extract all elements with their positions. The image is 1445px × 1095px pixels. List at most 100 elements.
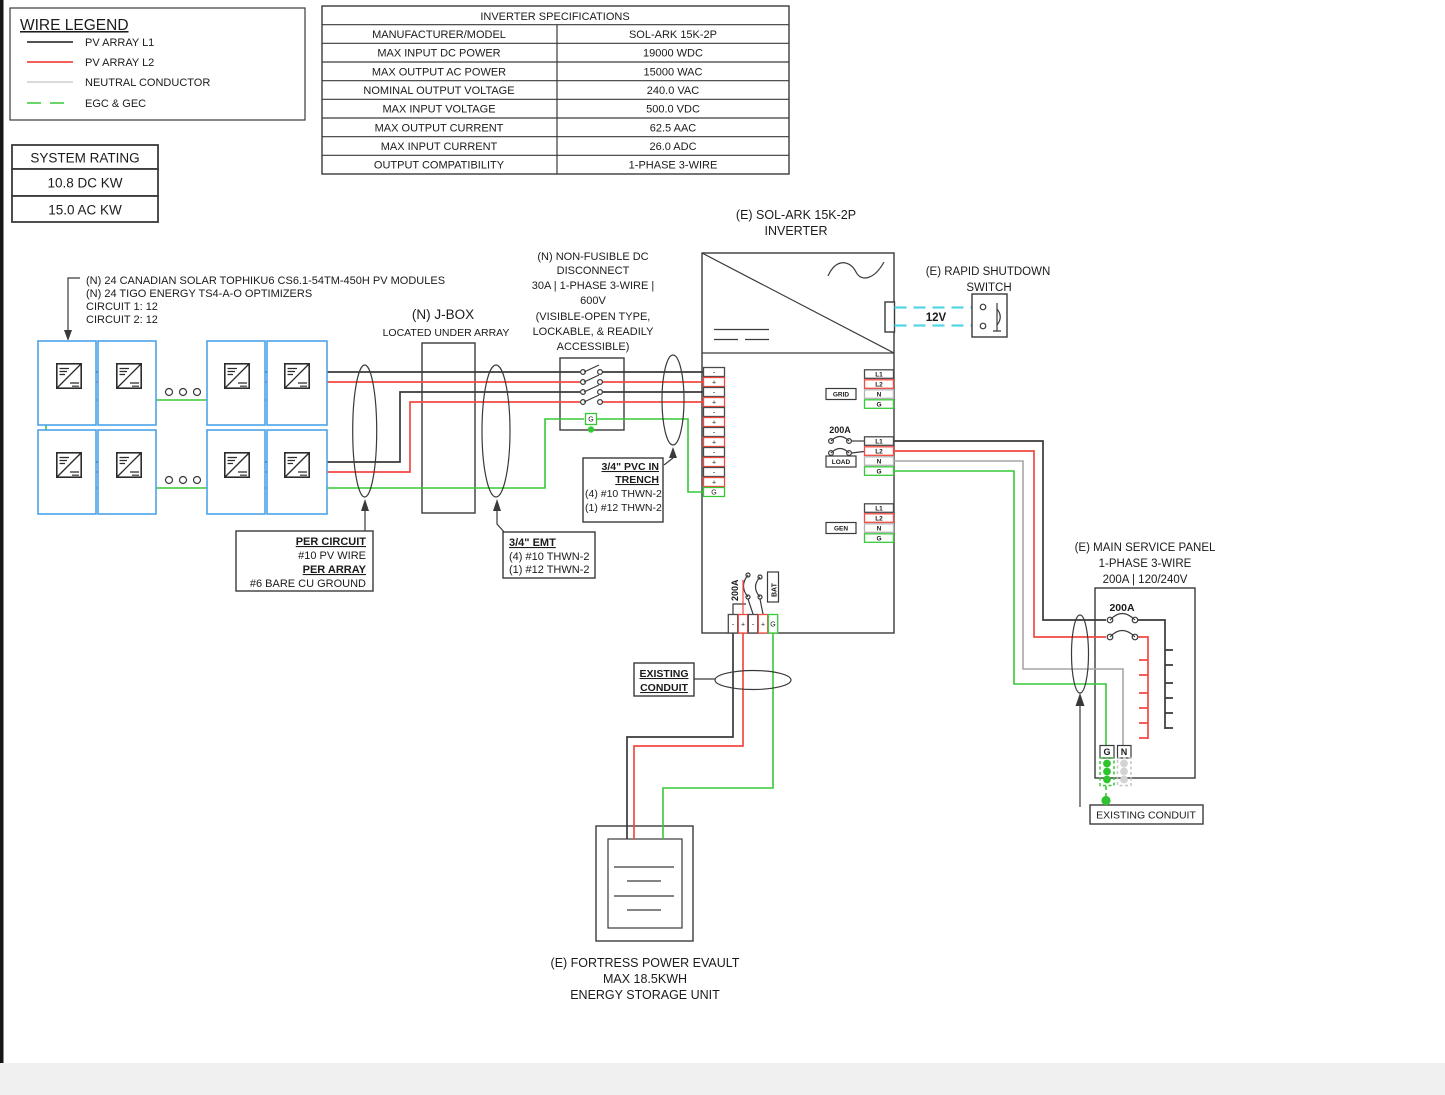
jbox-title: (N) J-BOX xyxy=(412,307,474,322)
terminal-plus xyxy=(702,456,726,468)
pv-note-leader xyxy=(67,277,80,330)
disconnect-label-line: (N) NON-FUSIBLE DC xyxy=(537,251,648,263)
arrow-up-icon xyxy=(1075,693,1085,706)
load-label: LOAD xyxy=(832,459,851,466)
terminal-minus xyxy=(702,446,726,458)
battery-box: (E) FORTRESS POWER EVAULT MAX 18.5KWH EN… xyxy=(551,825,740,1002)
panel-bus-l2 xyxy=(1138,636,1149,739)
svg-text:L1: L1 xyxy=(875,439,883,446)
pv-note-line: (N) 24 CANADIAN SOLAR TOPHIKU6 CS6.1-54T… xyxy=(86,275,445,287)
svg-text:G: G xyxy=(711,490,716,497)
wire-load-neutral xyxy=(893,460,1124,746)
dc-disconnect-internals: G xyxy=(579,364,603,433)
panel-branch-breakers-l2 xyxy=(1139,659,1148,739)
terminal-l1 xyxy=(863,503,895,513)
svg-text:-: - xyxy=(713,430,716,437)
disconnect-ground-lug xyxy=(584,412,598,426)
wire-load-l1 xyxy=(893,440,1106,621)
terminal-plus xyxy=(702,396,726,408)
terminal-plus xyxy=(702,476,726,488)
battery-cell-icon xyxy=(614,866,674,911)
jbox-subtitle: LOCATED UNDER ARRAY xyxy=(383,327,510,339)
terminal-n xyxy=(863,523,895,533)
svg-text:-: - xyxy=(732,622,735,629)
optimizer-icon xyxy=(284,452,310,478)
optimizer-icon xyxy=(56,452,82,478)
window-left-edge xyxy=(0,0,4,1063)
pvc-line: (1) #12 THWN-2 xyxy=(585,502,662,514)
rapid-shutdown-switch: (E) RAPID SHUTDOWN SWITCH 12V xyxy=(926,266,1050,338)
per-circuit-line: #10 PV WIRE xyxy=(298,550,366,562)
spec-label: OUTPUT COMPATIBILITY xyxy=(374,160,505,172)
svg-text:N: N xyxy=(877,392,882,399)
inverter-box: (E) SOL-ARK 15K-2P INVERTER xyxy=(701,208,896,634)
ground-dot xyxy=(587,426,595,433)
inverter-load-terminals: 200A LOAD L1 L2 N G xyxy=(825,425,895,476)
dc-symbol-icon xyxy=(714,328,769,341)
svg-text:+: + xyxy=(712,420,716,427)
panel-breaker-amp: 200A xyxy=(1109,602,1135,614)
inverter-bat-terminals: 200A BAT - + - + G xyxy=(727,571,780,634)
svg-text:N: N xyxy=(877,459,882,466)
panel-branch-breakers-l1 xyxy=(1165,649,1173,729)
terminal-minus xyxy=(702,386,726,398)
neutral-bus-label: N xyxy=(1121,747,1128,757)
per-circuit-line: #6 BARE CU GROUND xyxy=(250,578,366,590)
panel-title: (E) MAIN SERVICE PANEL xyxy=(1075,542,1216,554)
emt-label-box xyxy=(502,531,596,579)
existing-conduit-panel-label: EXISTING CONDUIT xyxy=(1096,810,1196,822)
pvc-line: TRENCH xyxy=(615,474,659,486)
battery-title: ENERGY STORAGE UNIT xyxy=(570,988,720,1002)
legend-item-label: NEUTRAL CONDUCTOR xyxy=(85,77,210,89)
pv-note-line: (N) 24 TIGO ENERGY TS4-A-O OPTIMIZERS xyxy=(86,288,312,300)
existing-conduit-panel-label-box xyxy=(1089,804,1204,825)
disconnect-label-line: LOCKABLE, & READILY xyxy=(533,326,655,338)
neutral-bus xyxy=(1116,757,1132,787)
spec-label: MAX INPUT VOLTAGE xyxy=(382,104,495,116)
svg-text:-: - xyxy=(713,390,716,397)
rsd-12v-label: 12V xyxy=(926,312,947,324)
inverter-gen-terminals: GEN L1 L2 N G xyxy=(825,503,895,543)
pvc-line: 3/4" PVC IN xyxy=(602,461,660,473)
inverter-grid-terminals: GRID L1 L2 N G xyxy=(825,369,895,409)
svg-text:+: + xyxy=(741,622,745,629)
svg-text:-: - xyxy=(752,622,755,629)
terminal-n xyxy=(863,389,895,399)
panel-bus-l1 xyxy=(1138,619,1166,729)
wire-dc-l2-to-inverter xyxy=(602,381,703,403)
inverter-title: (E) SOL-ARK 15K-2P xyxy=(736,208,856,222)
svg-text:G: G xyxy=(876,469,881,476)
ac-sine-icon xyxy=(827,261,885,279)
terminal-minus xyxy=(702,466,726,478)
svg-text:+: + xyxy=(712,480,716,487)
inverter-mppt-terminals: - + - + - + - + - + - + G xyxy=(702,366,726,498)
wire-load-ground xyxy=(893,470,1107,746)
optimizer-icon xyxy=(116,452,142,478)
svg-text:N: N xyxy=(877,526,882,533)
legend-item-label: PV ARRAY L1 xyxy=(85,37,154,49)
legend-item-label: EGC & GEC xyxy=(85,98,146,110)
conduit-ellipse-emt xyxy=(481,364,511,498)
spec-value: 26.0 ADC xyxy=(649,141,696,153)
pvc-line: (4) #10 THWN-2 xyxy=(585,488,662,500)
per-circuit-line: PER CIRCUIT xyxy=(296,536,367,548)
pv-modules xyxy=(37,340,328,515)
dc-disconnect: (N) NON-FUSIBLE DC DISCONNECT 30A | 1-PH… xyxy=(532,251,655,431)
pvc-label-box xyxy=(582,457,664,523)
spec-label: MAX OUTPUT AC POWER xyxy=(372,66,506,78)
terminal-minus xyxy=(702,426,726,438)
ground-bus xyxy=(1099,757,1115,787)
ground-bus-label: G xyxy=(1103,747,1110,757)
terminal-ground xyxy=(767,613,779,634)
spec-value: 19000 WDC xyxy=(643,48,703,60)
terminal-plus xyxy=(702,376,726,388)
terminal-minus xyxy=(702,366,726,378)
conduit-ellipse-panel xyxy=(1070,614,1090,694)
svg-text:G: G xyxy=(770,622,775,629)
bat-breaker-amp: 200A xyxy=(730,579,740,601)
conduit-ellipse-battery xyxy=(714,669,792,691)
svg-text:+: + xyxy=(712,380,716,387)
optimizer-icon xyxy=(56,363,82,389)
